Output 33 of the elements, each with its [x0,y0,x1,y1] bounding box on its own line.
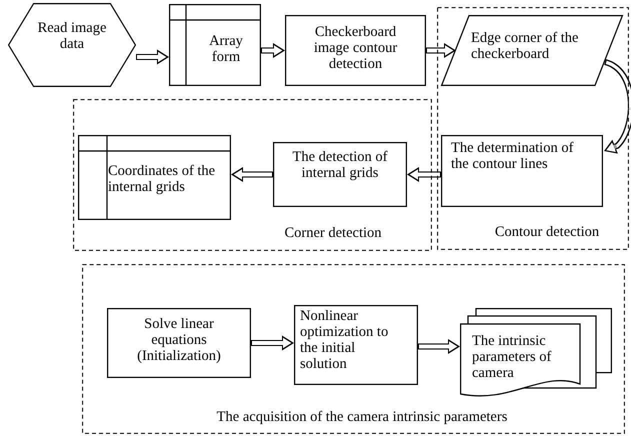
process-box [294,305,418,385]
parallelogram-node [441,15,623,86]
node-text: Coordinates of the internal grids [108,164,216,196]
node-text: The detection of internal grids [291,150,388,182]
table-node [78,135,231,220]
group-label: Corner detection [283,226,383,242]
dashed-group [82,264,625,434]
hollow-arrow [417,339,460,354]
group-label: Contour detection [494,225,600,241]
node-text: Read image data [36,21,108,53]
hollow-arrow [250,336,294,350]
dashed-group [437,7,629,250]
node-text: Edge corner of the checkerboard [471,31,580,63]
node-text: The determination of the contour lines [451,141,574,173]
node-text: Array form [208,34,244,66]
hollow-arrow [425,43,456,58]
node-text: Checkerboard image contour detection [312,25,398,73]
node-text: Solve linear equations (Initialization) [136,317,222,365]
hollow-arrow [260,43,285,58]
hollow-arrow [134,50,169,64]
hexagon-node [8,3,136,87]
process-box [441,135,603,207]
table-node [169,4,261,86]
hollow-arrow [407,167,442,182]
process-box [285,15,426,86]
hollow-arrow [231,167,274,182]
hollow-arrow [602,59,631,154]
process-box [273,142,407,207]
node-text: The intrinsic parameters of camera [472,334,552,382]
group-label: The acquisition of the camera intrinsic parameters [216,410,508,426]
process-box [107,308,251,378]
node-text: Nonlinear optimization to the initial solution [300,309,390,373]
dashed-group [73,99,432,251]
